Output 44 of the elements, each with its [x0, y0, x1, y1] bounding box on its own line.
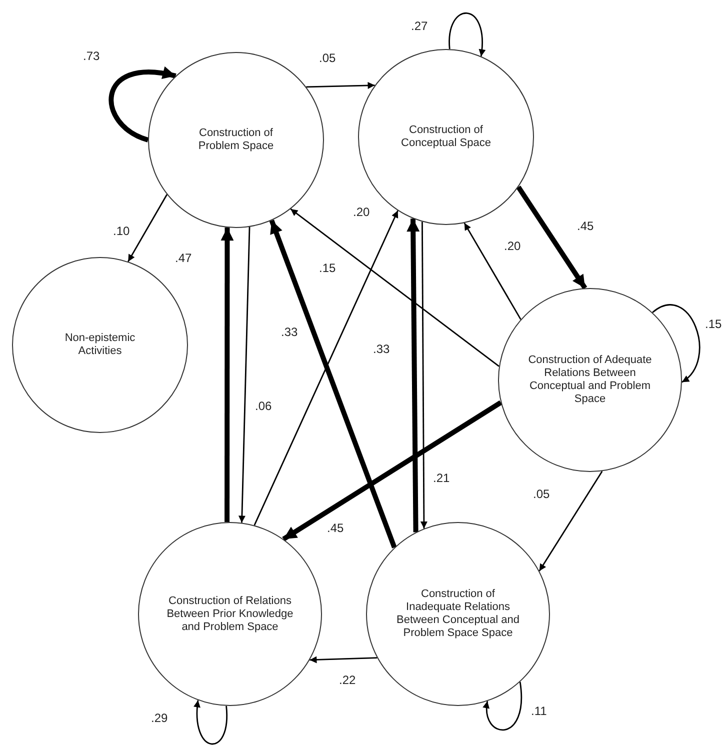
edge-label: .05 [532, 488, 551, 501]
loop-arrow [652, 304, 700, 383]
node-label: Construction of Relations Between Prior Knowledge and Problem Space [166, 594, 294, 634]
arrow [406, 218, 420, 532]
node-label: Construction of Problem Space [197, 127, 275, 153]
loop-arrow [483, 682, 522, 730]
loop-arrow [108, 67, 176, 142]
edge-label: .33 [280, 326, 299, 339]
arrow [220, 228, 234, 522]
loop-arrow [194, 700, 228, 744]
arrow [464, 222, 522, 320]
edge-label: .06 [254, 400, 273, 413]
edge-label: .73 [82, 50, 101, 63]
node-label: Construction of Conceptual Space [400, 124, 492, 150]
edge-label: .27 [410, 20, 429, 33]
arrow [269, 220, 397, 548]
arrow [306, 82, 375, 89]
loop-arrow [448, 12, 486, 56]
edge-label: .33 [372, 343, 391, 356]
edge-label: .47 [174, 252, 193, 265]
edge-label: .20 [503, 240, 522, 253]
edge-label: .15 [704, 318, 723, 331]
edge-label: .29 [150, 712, 169, 725]
node-label: Construction of Inadequate Relations Between Conceptual and Problem Space Space [396, 588, 520, 640]
arrow [538, 470, 603, 572]
arrow [420, 222, 428, 529]
edge-label: .05 [318, 52, 337, 65]
arrow [310, 656, 378, 664]
edge-label: .11 [530, 705, 548, 718]
edge-label: .15 [318, 262, 337, 275]
edge-label: .45 [326, 522, 345, 535]
arrow [290, 208, 500, 367]
edge-label: .21 [432, 472, 451, 485]
edge-label: .20 [352, 206, 371, 219]
edge-label: .10 [112, 225, 131, 238]
edge-label: .45 [576, 220, 595, 233]
node-label: Construction of Adequate Relations Between Conceptual and Problem Space [527, 354, 653, 406]
node-label: Non-epistemic Activities [64, 332, 136, 358]
arrow [282, 400, 502, 542]
arrow [254, 210, 398, 526]
edge-label: .22 [338, 674, 357, 687]
arrow [238, 226, 250, 523]
arrow [516, 186, 588, 290]
arrow [128, 194, 168, 262]
